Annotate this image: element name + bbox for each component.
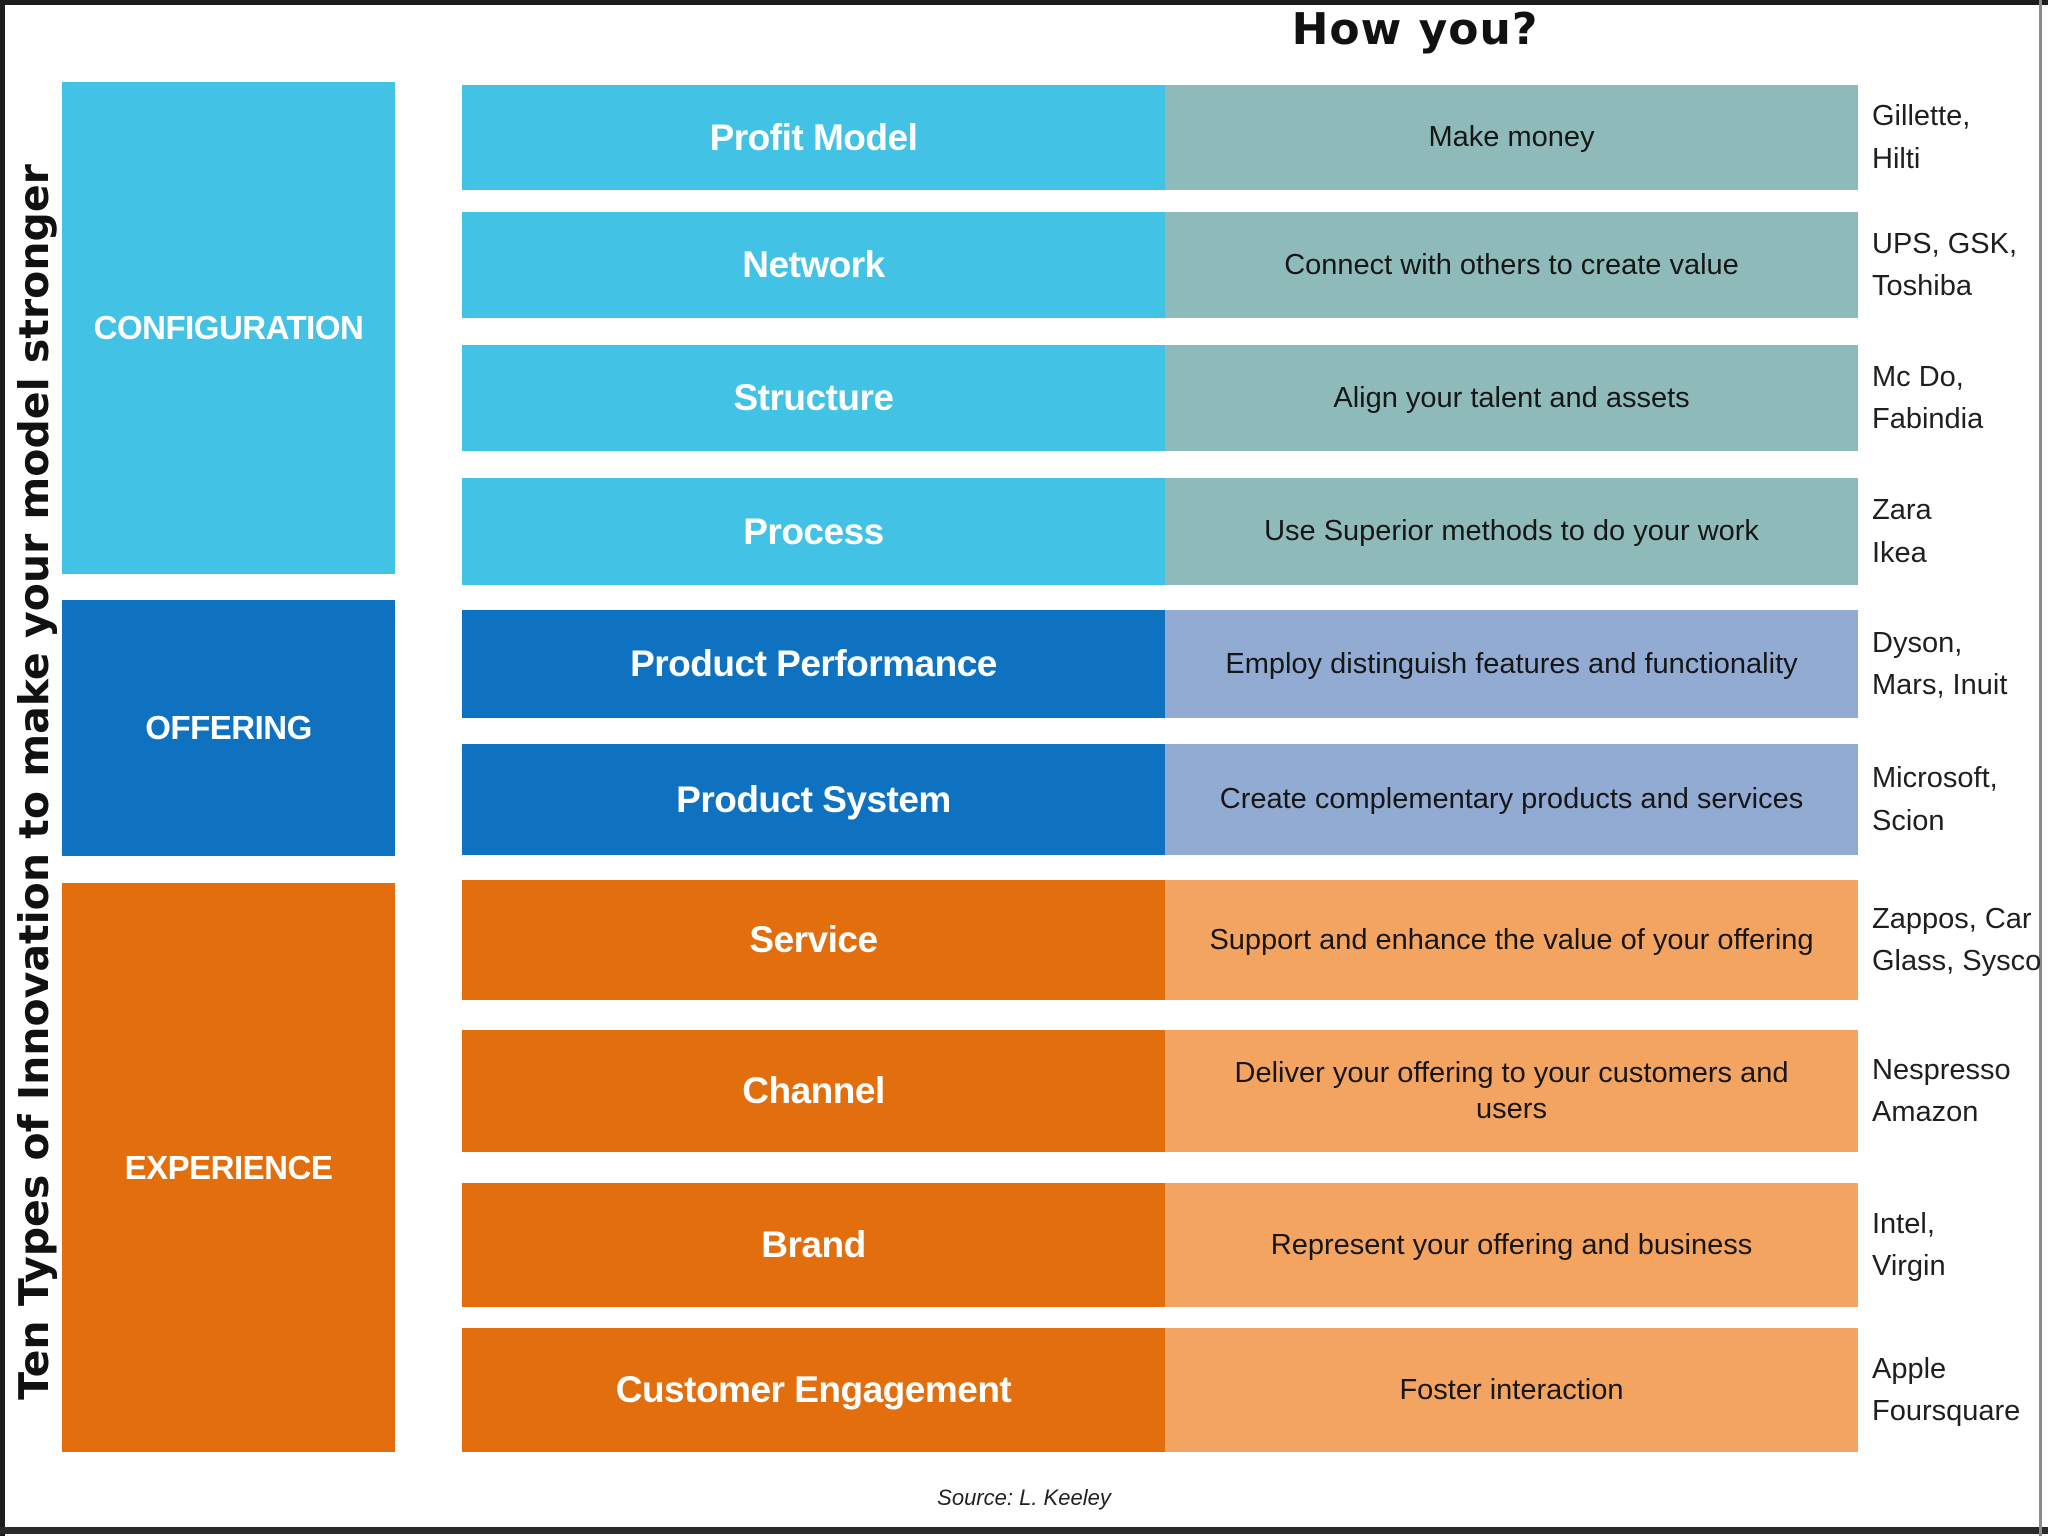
row-examples: Intel, Virgin — [1872, 1207, 1946, 1282]
border-bottom-line — [0, 1527, 2048, 1534]
row-name-cell: Service — [462, 880, 1165, 1000]
row-description-text: Deliver your offering to your customers … — [1234, 1056, 1789, 1125]
row-examples: UPS, GSK, Toshiba — [1872, 227, 2018, 302]
row-description-cell: Make money — [1165, 85, 1858, 190]
how-you-title: How you? — [1291, 4, 1539, 55]
row-name-cell: Profit Model — [462, 85, 1165, 190]
row-name-cell: Product Performance — [462, 610, 1165, 718]
row-description-text: Connect with others to create value — [1284, 248, 1739, 281]
row-examples: Zara Ikea — [1872, 494, 1932, 569]
row-name-cell: Channel — [462, 1030, 1165, 1152]
source-caption: Source: L. Keeley — [937, 1485, 1111, 1510]
row-description-cell: Use Superior methods to do your work — [1165, 478, 1858, 585]
row-description-text: Use Superior methods to do your work — [1264, 515, 1759, 548]
category-block-configuration: CONFIGURATION — [62, 82, 395, 574]
border-top-line — [0, 0, 2048, 5]
row-description-text: Represent your offering and business — [1270, 1228, 1753, 1261]
row-description-cell: Represent your offering and business — [1165, 1183, 1858, 1307]
row-description-text: Employ distinguish features and function… — [1225, 647, 1798, 680]
row-description-cell: Align your talent and assets — [1165, 345, 1858, 451]
row-description-cell: Foster interaction — [1165, 1328, 1858, 1452]
category-block-offering: OFFERING — [62, 600, 395, 856]
row-name-cell: Brand — [462, 1183, 1165, 1307]
row-description-cell: Connect with others to create value — [1165, 212, 1858, 318]
row-description-cell: Create complementary products and servic… — [1165, 744, 1858, 855]
row-examples: Microsoft, Scion — [1872, 762, 1998, 837]
row-examples: Apple Foursquare — [1872, 1352, 2021, 1427]
border-right-line — [2039, 0, 2042, 1536]
row-examples: Mc Do, Fabindia — [1872, 360, 1984, 435]
row-examples: Gillette, Hilti — [1872, 100, 1971, 175]
row-description-cell: Employ distinguish features and function… — [1165, 610, 1858, 718]
row-name-cell: Structure — [462, 345, 1165, 451]
row-name-cell: Process — [462, 478, 1165, 585]
row-name-cell: Network — [462, 212, 1165, 318]
row-examples: Zappos, Car Glass, Sysco — [1872, 902, 2042, 977]
row-description-text: Create complementary products and servic… — [1219, 783, 1804, 816]
row-description-text: Make money — [1428, 121, 1595, 154]
row-description-text: Support and enhance the value of your of… — [1209, 923, 1814, 956]
border-left-line — [0, 0, 5, 1536]
row-name-cell: Product System — [462, 744, 1165, 855]
row-description-cell: Support and enhance the value of your of… — [1165, 880, 1858, 1000]
row-description-cell: Deliver your offering to your customers … — [1165, 1030, 1858, 1152]
row-examples: Nespresso Amazon — [1872, 1053, 2011, 1128]
row-description-text: Foster interaction — [1399, 1373, 1624, 1406]
row-name-cell: Customer Engagement — [462, 1328, 1165, 1452]
category-block-experience: EXPERIENCE — [62, 883, 395, 1452]
row-examples: Dyson, Mars, Inuit — [1872, 626, 2008, 701]
side-axis-label: Ten Types of Innovation to make your mod… — [10, 164, 58, 1400]
row-description-text: Align your talent and assets — [1333, 381, 1690, 414]
